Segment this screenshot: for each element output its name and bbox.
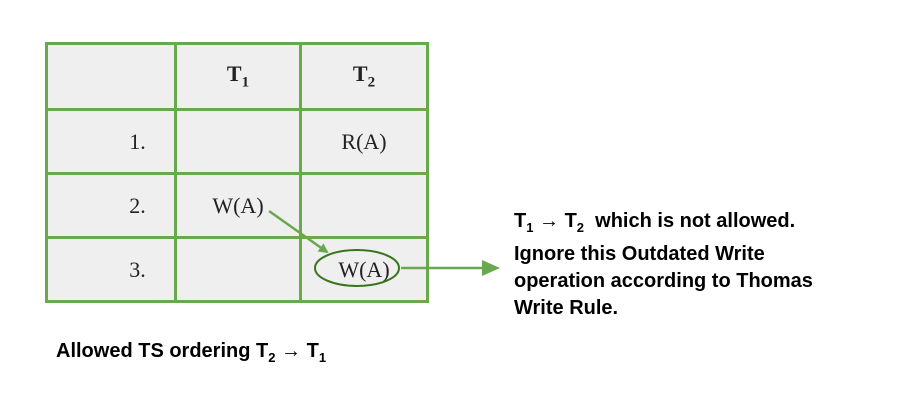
note-t-second-subscript: 2 (576, 220, 585, 235)
t2-cell: W(A) (299, 236, 429, 303)
note-t-first-subscript: 1 (526, 220, 534, 235)
t2-cell: R(A) (299, 108, 429, 175)
write-conflict-arrow (268, 209, 329, 254)
caption-t-second-subscript: 1 (318, 350, 327, 365)
row-number-cell: 3. (45, 236, 177, 303)
caption-arrow-symbol: → (281, 340, 302, 362)
t1-cell (174, 108, 302, 175)
note-line-1-text: which is not allowed. (595, 210, 796, 232)
header-t2-subscript: 2 (367, 74, 376, 91)
t1-cell (174, 236, 302, 303)
caption-t-first: T (256, 340, 269, 362)
table-header-row: T1 T2 (45, 42, 429, 111)
caption-prefix: Allowed TS ordering (56, 340, 257, 362)
note-line-4: Write Rule. (514, 297, 619, 319)
t1-cell: W(A) (174, 172, 302, 239)
caption-t-second: T (306, 340, 319, 362)
header-cell-t2: T2 (299, 42, 429, 111)
note-line-2: Ignore this Outdated Write (514, 243, 765, 265)
note-line-3: operation according to Thomas (514, 270, 813, 292)
note-t-second: T (564, 210, 577, 232)
row-number: 2. (129, 192, 146, 218)
caption-t-first-subscript: 2 (268, 350, 276, 365)
explanation-note: T1 → T2 which is not allowed. Ignore thi… (514, 208, 813, 322)
table-row: 3. W(A) (45, 236, 429, 303)
note-arrow-symbol: → (539, 210, 560, 232)
header-t2-label: T (352, 61, 368, 87)
header-cell-t1: T1 (174, 42, 302, 111)
outdated-write-ellipse (314, 249, 400, 287)
row-number: 1. (129, 128, 146, 154)
header-t1-subscript: 1 (241, 74, 250, 91)
row-number-cell: 1. (45, 108, 177, 175)
schedule-table: T1 T2 1. R(A) 2. W(A) 3. W(A) (45, 42, 429, 303)
allowed-ordering-caption: Allowed TS ordering T2 → T1 (56, 340, 326, 365)
header-cell-empty (45, 42, 177, 111)
note-t-first: T (514, 210, 527, 232)
row-number: 3. (129, 256, 146, 282)
t2-cell (299, 172, 429, 239)
note-line-1: T1 → T2 which is not allowed. (514, 208, 813, 241)
table-row: 2. W(A) (45, 172, 429, 239)
header-t1-label: T (226, 61, 242, 87)
row-number-cell: 2. (45, 172, 177, 239)
table-row: 1. R(A) (45, 108, 429, 175)
